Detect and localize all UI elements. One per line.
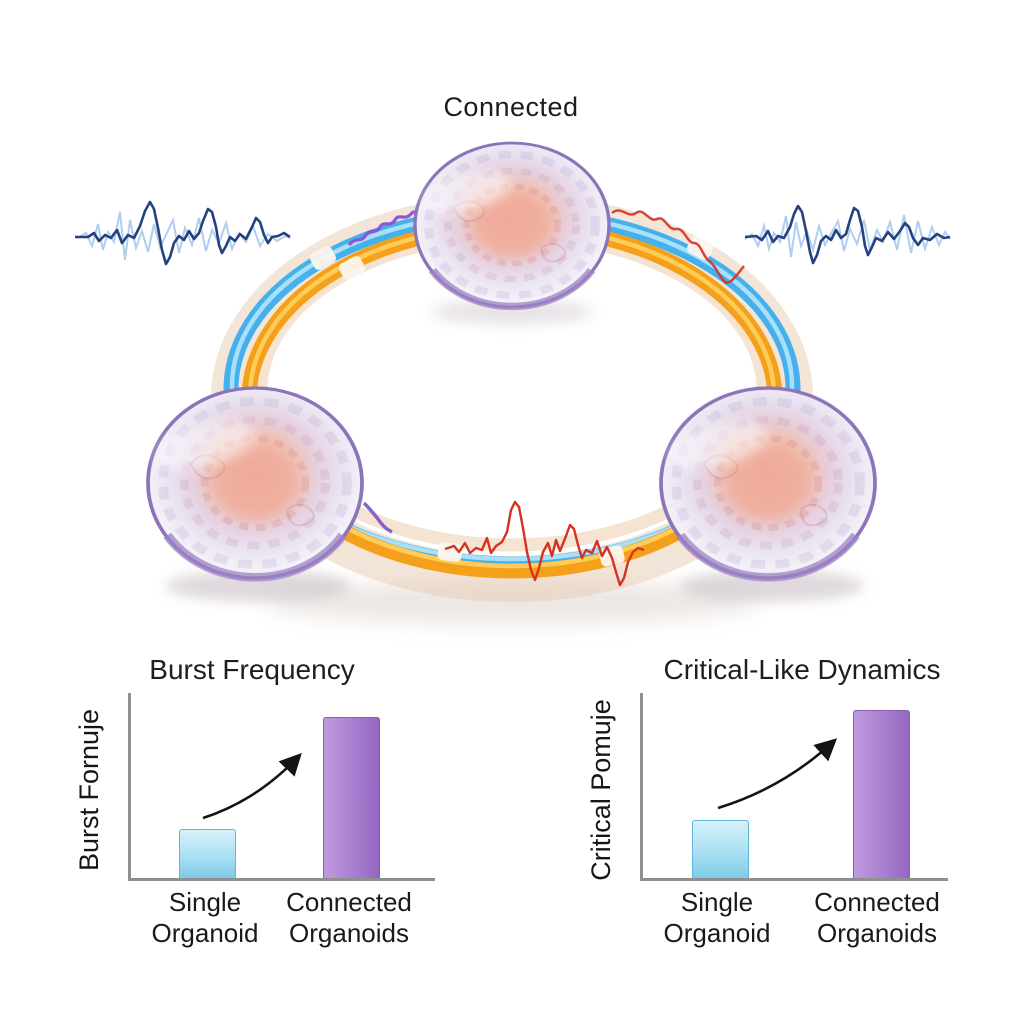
bar-connected-organoids	[323, 717, 380, 878]
organoid-right	[661, 388, 875, 578]
increase-arrow-icon	[202, 753, 302, 820]
increase-arrow-icon	[717, 738, 838, 810]
bar-single-organoid	[179, 829, 236, 878]
y-axis-label: Critical Pomuje	[586, 699, 616, 881]
chart-title-burst-frequency: Burst Frequency	[149, 654, 355, 685]
eeg-waveform-left	[75, 200, 291, 266]
organoid-top	[415, 143, 609, 307]
x-tick-single-organoid: Single Organoid	[151, 887, 259, 948]
eeg-waveform-right	[744, 204, 951, 265]
y-axis-label: Burst Fornuje	[74, 708, 104, 872]
purple-squiggle-connector	[347, 208, 428, 247]
x-tick-single-organoid: Single Organoid	[663, 887, 771, 948]
organoid-shadow-left	[166, 570, 350, 602]
bar-chart-burst-frequency	[128, 693, 435, 881]
chart-title-critical-like-dynamics: Critical-Like Dynamics	[663, 654, 941, 685]
purple-connector-lower-left	[362, 501, 393, 534]
diagram-title: Connected	[443, 92, 579, 122]
bar-connected-organoids	[853, 710, 910, 878]
organoid-ring-illustration	[75, 0, 951, 624]
organoid-left	[148, 388, 362, 578]
red-squiggle-connector	[611, 209, 745, 284]
organoid-shadow-top	[432, 299, 592, 325]
red-activity-trace-bottom	[444, 500, 645, 587]
bar-chart-critical-like-dynamics	[640, 693, 948, 881]
organoid-shadow-right	[680, 570, 864, 602]
x-tick-connected-organoids: Connected Organoids	[814, 887, 940, 948]
bar-single-organoid	[692, 820, 749, 878]
x-tick-connected-organoids: Connected Organoids	[286, 887, 412, 948]
tube-sleeves	[309, 236, 714, 567]
